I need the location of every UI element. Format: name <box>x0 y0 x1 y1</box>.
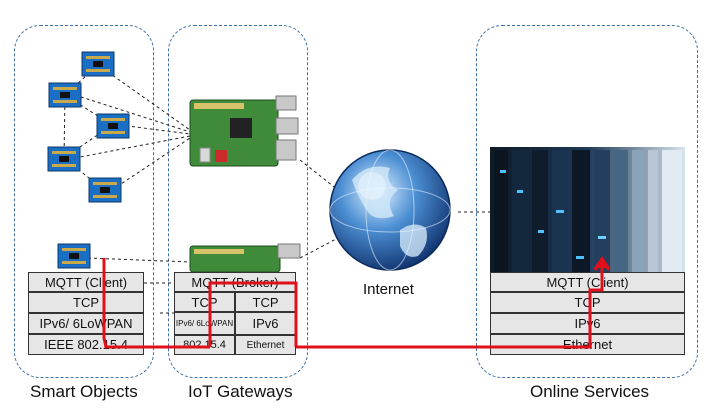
gateway-right-tcp: TCP <box>235 292 296 312</box>
smart-mqtt-client: MQTT (Client) <box>28 272 144 292</box>
iot-gateways-label: IoT Gateways <box>188 382 293 401</box>
gateway-right-ethernet: Ethernet <box>235 335 296 355</box>
board-4 <box>47 146 81 172</box>
server-tcp: TCP <box>490 292 685 313</box>
smart-object-boards <box>47 51 130 269</box>
raspberry-pi-bottom <box>189 243 301 273</box>
board-2 <box>48 82 82 108</box>
smart-tcp: TCP <box>28 292 144 313</box>
gateway-left-802-15-4: 802.15.4 <box>174 335 235 355</box>
gateway-right-ipv6: IPv6 <box>235 312 296 335</box>
gateway-left-tcp: TCP <box>174 292 235 312</box>
internet-globe <box>329 149 451 271</box>
board-3 <box>96 113 130 139</box>
online-services-label: Online Services <box>530 382 650 401</box>
server-racks <box>490 147 685 275</box>
raspberry-pi-top <box>189 95 299 167</box>
smart-ipv6-6lowpan: IPv6/ 6LoWPAN <box>28 313 144 334</box>
iot-gateways-group <box>168 25 308 378</box>
smart-ieee-802-15-4: IEEE 802.15.4 <box>28 334 144 355</box>
board-1 <box>81 51 115 77</box>
internet-label: Internet <box>363 281 414 298</box>
smart-objects-label: Smart Objects <box>30 382 138 401</box>
online-services-group <box>476 25 698 378</box>
server-mqtt-client: MQTT (Client) <box>490 272 685 292</box>
smart-objects-group <box>14 25 154 378</box>
gateway-left-ipv6-6lowpan: IPv6/ 6LoWPAN <box>174 312 235 335</box>
gateway-mqtt-broker: MQTT (Broker) <box>174 272 296 292</box>
server-ipv6: IPv6 <box>490 313 685 334</box>
server-ethernet: Ethernet <box>490 334 685 355</box>
mesh-links <box>63 64 191 263</box>
board-5 <box>88 177 122 203</box>
board-6 <box>57 243 91 269</box>
